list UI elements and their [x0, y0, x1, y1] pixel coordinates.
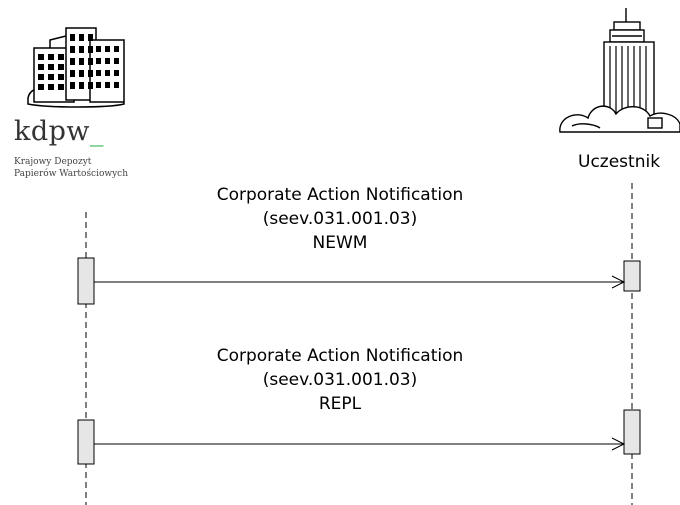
kdpw-logo: kdpw_ — [14, 116, 104, 147]
message-code: (seev.031.001.03) — [262, 209, 418, 229]
message-title: Corporate Action Notification — [216, 185, 464, 205]
logo-subtitle-line2: Papierów Wartościowych — [14, 169, 129, 179]
message-arrow-2 — [94, 437, 626, 451]
participant-label: Uczestnik — [578, 152, 661, 172]
message-label-2: Corporate Action Notification (seev.031.… — [190, 344, 490, 416]
logo-brand-text: kdpw — [14, 116, 91, 147]
message-arrow-1 — [94, 275, 626, 289]
message-function: REPL — [318, 394, 362, 414]
message-title: Corporate Action Notification — [216, 346, 464, 366]
activation-box-right-2 — [623, 409, 641, 455]
logo-subtitle-line1: Krajowy Depozyt — [14, 157, 92, 167]
activation-box-left-2 — [77, 419, 95, 465]
activation-box-right-1 — [623, 260, 641, 292]
message-code: (seev.031.001.03) — [262, 370, 418, 390]
logo-brand-mark: _ — [90, 116, 105, 147]
message-label-1: Corporate Action Notification (seev.031.… — [190, 183, 490, 255]
message-function: NEWM — [312, 233, 368, 253]
activation-box-left-1 — [77, 257, 95, 305]
skyscraper-icon — [559, 8, 680, 133]
logo-subtitle: Krajowy Depozyt Papierów Wartościowych — [14, 156, 128, 180]
office-building-icon — [27, 27, 125, 108]
